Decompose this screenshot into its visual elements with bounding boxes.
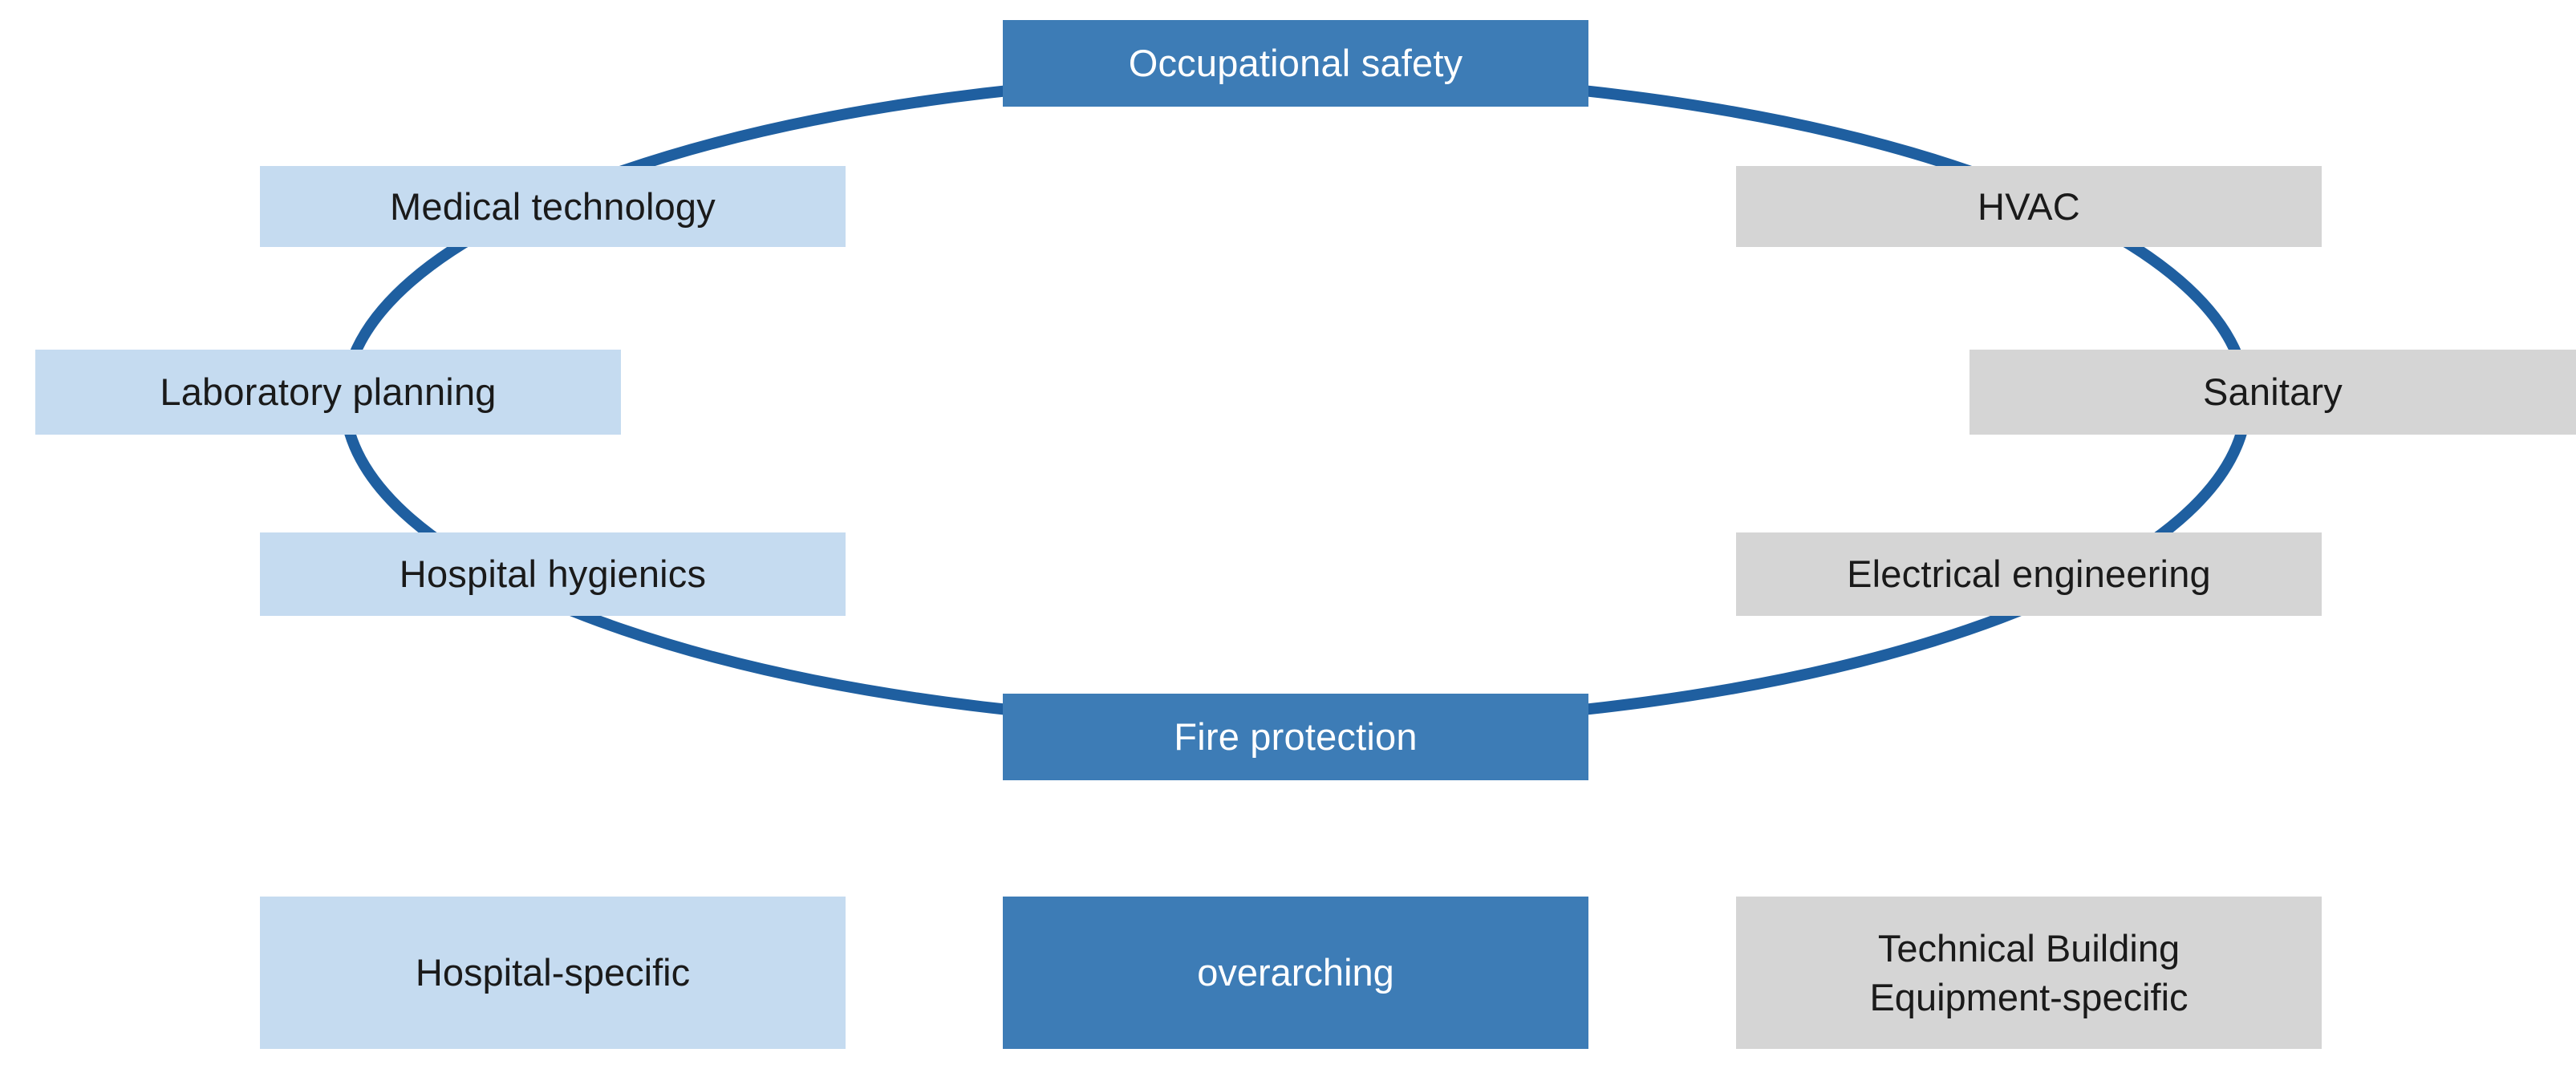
node-hvac[interactable]: HVAC — [1736, 166, 2322, 247]
node-label: Fire protection — [1174, 715, 1418, 759]
node-electrical-engineering[interactable]: Electrical engineering — [1736, 532, 2322, 616]
legend-label-line2: Equipment-specific — [1869, 976, 2189, 1018]
node-label: Electrical engineering — [1847, 553, 2211, 596]
node-fire-protection[interactable]: Fire protection — [1003, 694, 1588, 780]
legend-hospital-specific: Hospital-specific — [260, 897, 846, 1049]
node-occupational-safety[interactable]: Occupational safety — [1003, 20, 1588, 107]
node-label: HVAC — [1978, 184, 2080, 228]
legend-technical-building-equipment-specific: Technical Building Equipment-specific — [1736, 897, 2322, 1049]
node-label: Hospital hygienics — [399, 553, 707, 596]
node-laboratory-planning[interactable]: Laboratory planning — [35, 350, 621, 435]
legend-label: Technical Building Equipment-specific — [1869, 924, 2188, 1022]
node-label: Sanitary — [2202, 370, 2343, 414]
node-label: Occupational safety — [1128, 42, 1463, 85]
node-sanitary[interactable]: Sanitary — [1970, 350, 2576, 435]
legend-overarching: overarching — [1003, 897, 1588, 1049]
legend-label: overarching — [1197, 951, 1394, 994]
node-label: Laboratory planning — [160, 370, 497, 414]
node-hospital-hygienics[interactable]: Hospital hygienics — [260, 532, 846, 616]
legend-label: Hospital-specific — [415, 951, 691, 994]
node-label: Medical technology — [390, 184, 716, 228]
legend-label-line1: Technical Building — [1877, 926, 2180, 970]
node-medical-technology[interactable]: Medical technology — [260, 166, 846, 247]
